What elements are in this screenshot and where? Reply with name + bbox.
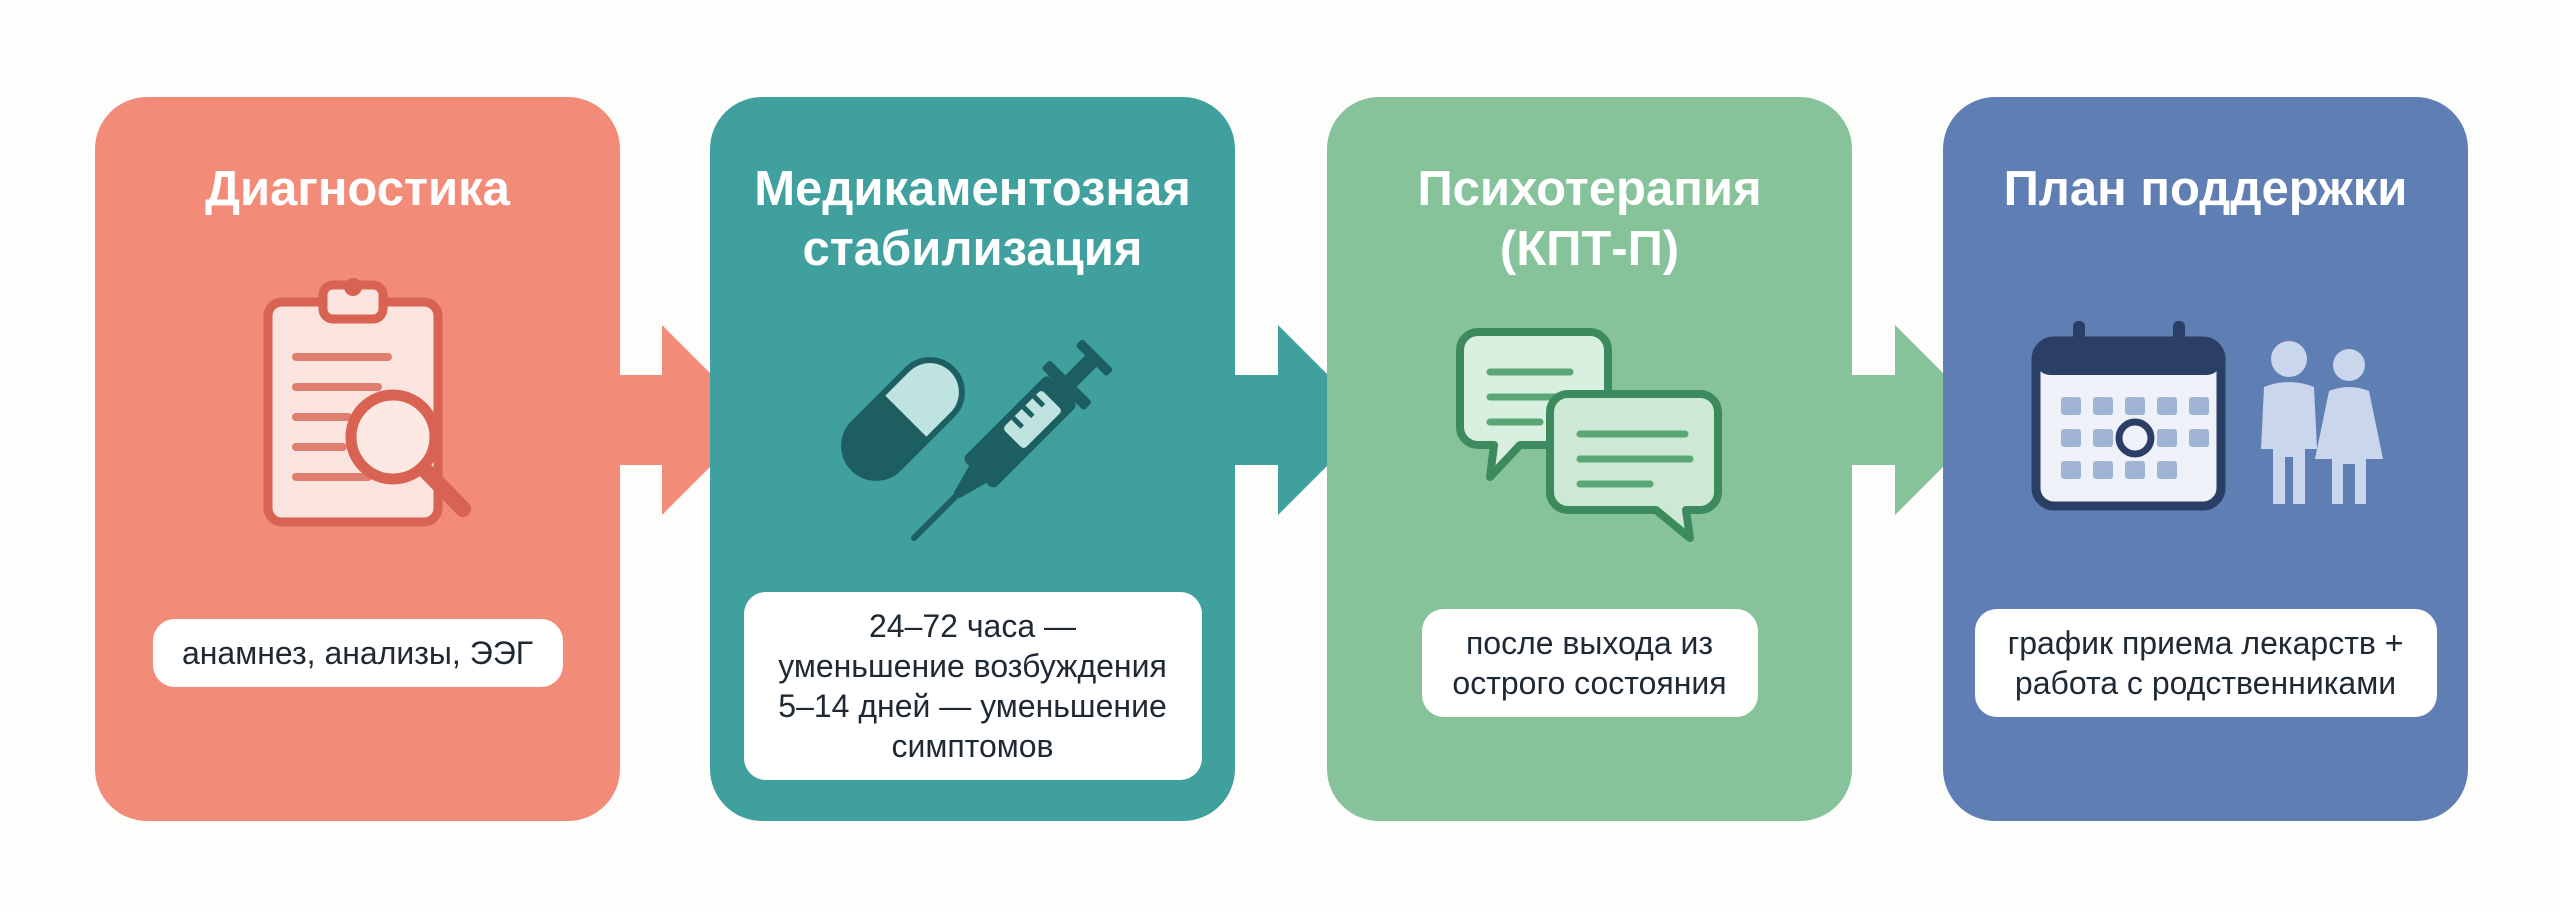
step-title: План поддержки bbox=[2003, 162, 2408, 216]
step-title: Медикаментозная стабилизация bbox=[754, 162, 1191, 276]
step-card-psychotherapy: Психотерапия (КПТ-П) после выхода из ост… bbox=[1327, 97, 1852, 821]
clipboard-magnifier-icon bbox=[95, 277, 620, 677]
arrow-2 bbox=[1228, 325, 1373, 515]
calendar-family-icon bbox=[1943, 319, 2468, 719]
step-title: Психотерапия (КПТ-П) bbox=[1417, 162, 1762, 276]
pill-syringe-icon bbox=[710, 319, 1235, 719]
step-note: 24–72 часа — уменьшение возбуждения 5–14… bbox=[743, 592, 1202, 780]
step-note: после выхода из острого состояния bbox=[1421, 609, 1758, 717]
step-title: Диагностика bbox=[205, 162, 510, 216]
step-card-support-plan: План поддержки bbox=[1943, 97, 2468, 821]
arrow-3 bbox=[1845, 325, 1990, 515]
arrow-1 bbox=[612, 325, 757, 515]
step-note: анамнез, анализы, ЭЭГ bbox=[152, 619, 563, 687]
step-note: график приема лекарств + работа с родств… bbox=[1974, 609, 2437, 717]
step-card-medication: Медикаментозная стабилизация bbox=[710, 97, 1235, 821]
step-card-diagnostics: Диагностика анамнез, анализы, ЭЭГ bbox=[95, 97, 620, 821]
chat-bubbles-icon bbox=[1327, 322, 1852, 722]
